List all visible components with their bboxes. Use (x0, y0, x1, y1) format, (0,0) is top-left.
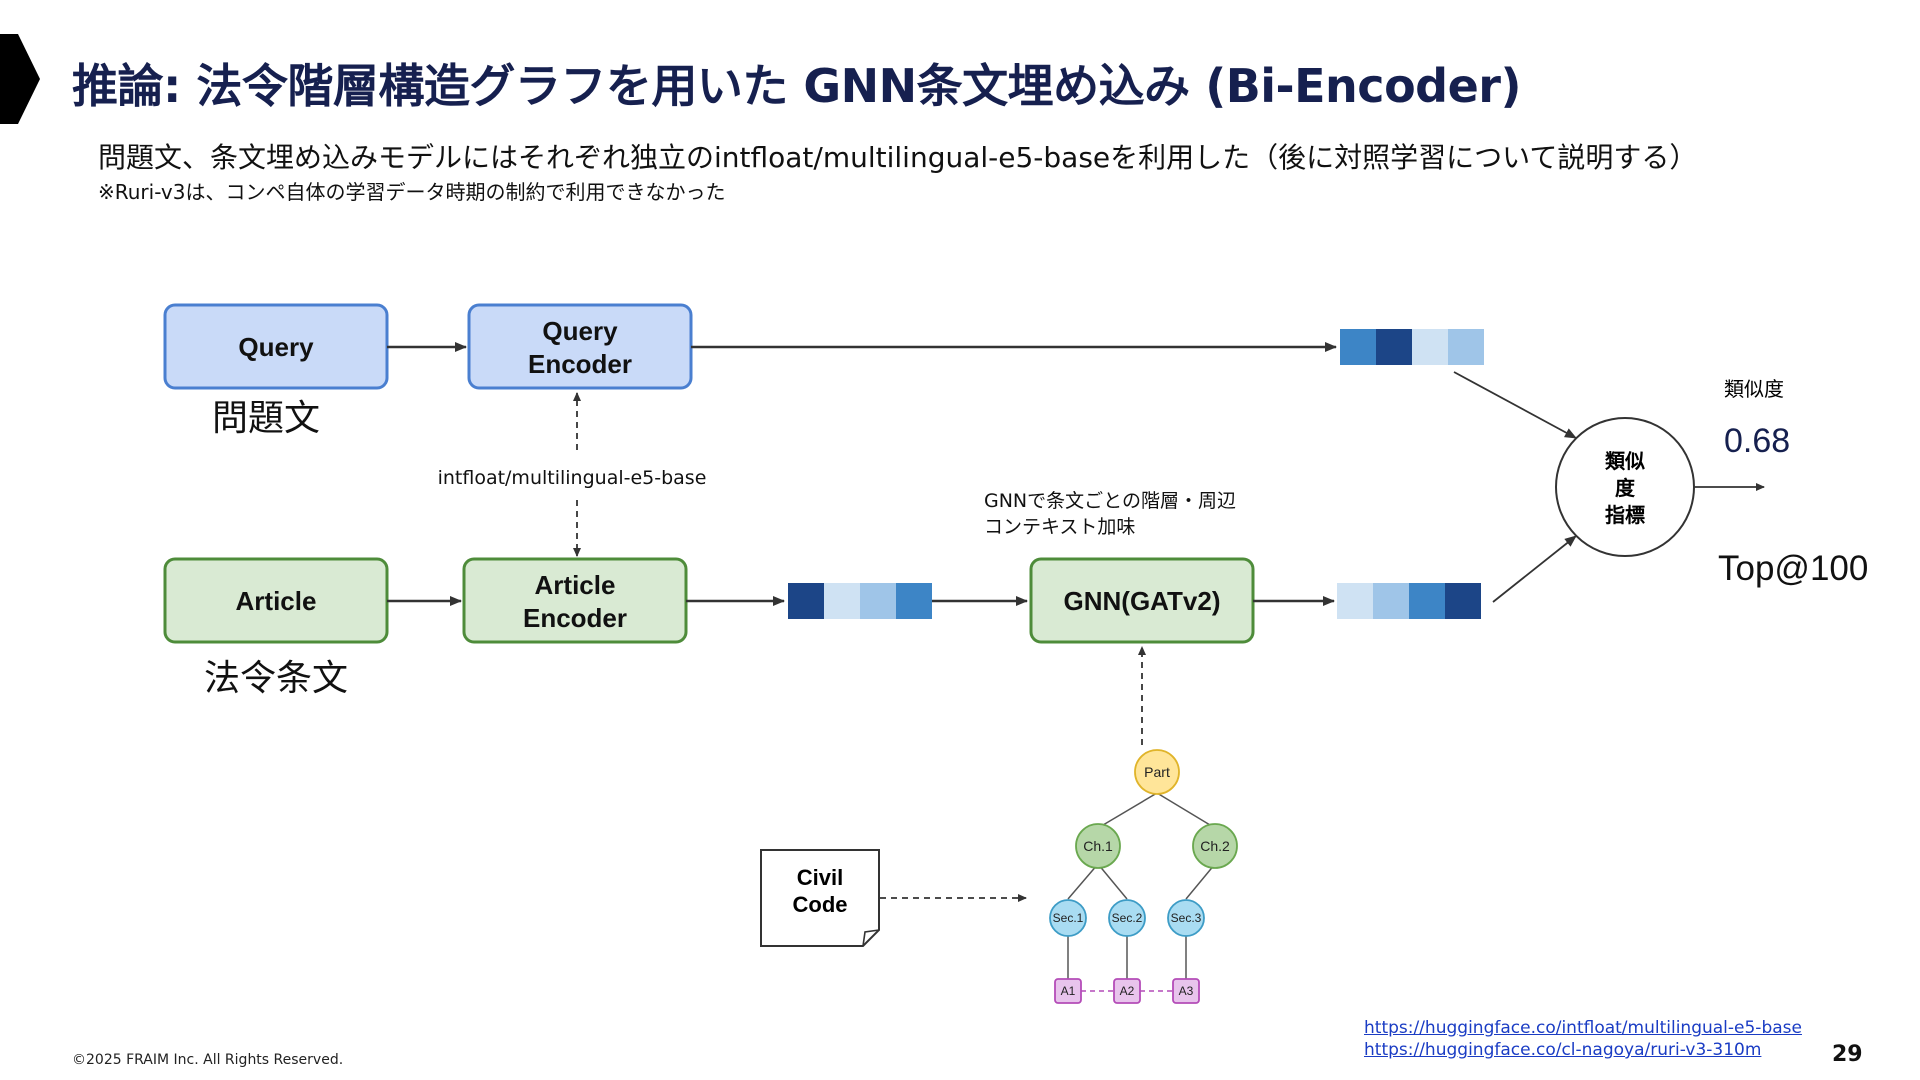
gnn-note-2: コンテキスト加味 (984, 516, 1135, 538)
tree-node-sec1: Sec.1 (1049, 899, 1087, 937)
gnn-note-1: GNNで条文ごとの階層・周辺 (984, 490, 1236, 512)
slide-marker (0, 34, 40, 124)
note: ※Ruri-v3は、コンペ自体の学習データ時期の制約で利用できなかった (98, 180, 726, 204)
query-box: Query (163, 303, 389, 390)
article-box-label: Article (236, 586, 317, 616)
arrow-query-vector-to-similarity (1453, 371, 1577, 439)
tree-node-a1: A1 (1054, 978, 1082, 1004)
model-label: intfloat/multilingual-e5-base (438, 467, 707, 489)
svg-text:A3: A3 (1179, 984, 1194, 998)
article-encoder-label-2: Encoder (523, 603, 627, 633)
article-encoder-box: Article Encoder (462, 557, 688, 644)
civil-code-label-2: Code (793, 892, 848, 917)
gnn-embedding-vector (1337, 583, 1481, 619)
query-encoder-box: Query Encoder (467, 303, 693, 390)
similarity-label-1: 類似 (1605, 449, 1645, 473)
link-e5-base[interactable]: https://huggingface.co/intfloat/multilin… (1364, 1018, 1802, 1038)
article-caption: 法令条文 (204, 658, 348, 699)
similarity-node: 類似 度 指標 (1555, 417, 1695, 557)
query-embedding-vector (1340, 329, 1484, 365)
page-number: 29 (1832, 1042, 1863, 1067)
civil-code-document: Civil Code (760, 849, 880, 947)
similarity-label-2: 度 (1615, 476, 1636, 500)
article-embedding-vector (788, 583, 932, 619)
tree-node-sec3: Sec.3 (1167, 899, 1205, 937)
query-encoder-label-1: Query (542, 316, 618, 346)
tree-node-a2: A2 (1113, 978, 1141, 1004)
svg-text:Sec.3: Sec.3 (1171, 911, 1202, 925)
query-box-label: Query (238, 332, 314, 362)
article-encoder-label-1: Article (535, 570, 616, 600)
svg-text:A2: A2 (1120, 984, 1135, 998)
tree-node-ch1: Ch.1 (1075, 823, 1121, 869)
page-title: 推論: 法令階層構造グラフを用いた GNN条文埋め込み (Bi-Encoder) (72, 59, 1522, 113)
civil-code-label-1: Civil (797, 865, 843, 890)
svg-text:A1: A1 (1061, 984, 1076, 998)
query-caption: 問題文 (212, 398, 320, 439)
topk-label: Top@100 (1718, 549, 1868, 588)
tree-node-a3: A3 (1172, 978, 1200, 1004)
score-label: 類似度 (1724, 377, 1784, 401)
svg-text:Sec.2: Sec.2 (1112, 911, 1143, 925)
footer-copyright: ©2025 FRAIM Inc. All Rights Reserved. (72, 1052, 344, 1068)
svg-text:Ch.1: Ch.1 (1083, 838, 1113, 854)
query-encoder-label-2: Encoder (528, 349, 632, 379)
svg-text:Part: Part (1144, 764, 1170, 780)
tree-node-ch2: Ch.2 (1192, 823, 1238, 869)
link-ruri-v3[interactable]: https://huggingface.co/cl-nagoya/ruri-v3… (1364, 1040, 1762, 1060)
gnn-box-label: GNN(GATv2) (1064, 586, 1221, 616)
tree-node-part: Part (1134, 749, 1180, 795)
score-value: 0.68 (1724, 422, 1790, 460)
tree-node-sec2: Sec.2 (1108, 899, 1146, 937)
subtitle: 問題文、条文埋め込みモデルにはそれぞれ独立のintfloat/multiling… (98, 141, 1698, 174)
article-box: Article (163, 557, 389, 644)
law-hierarchy-tree: Part Ch.1 Ch.2 Sec.1 Sec.2 Sec.3 A1 A2 (1049, 749, 1238, 1004)
arrow-article-vector-to-similarity (1492, 535, 1577, 603)
svg-text:Sec.1: Sec.1 (1053, 911, 1084, 925)
similarity-label-3: 指標 (1605, 503, 1645, 527)
svg-text:Ch.2: Ch.2 (1200, 838, 1230, 854)
gnn-box: GNN(GATv2) (1029, 557, 1255, 644)
